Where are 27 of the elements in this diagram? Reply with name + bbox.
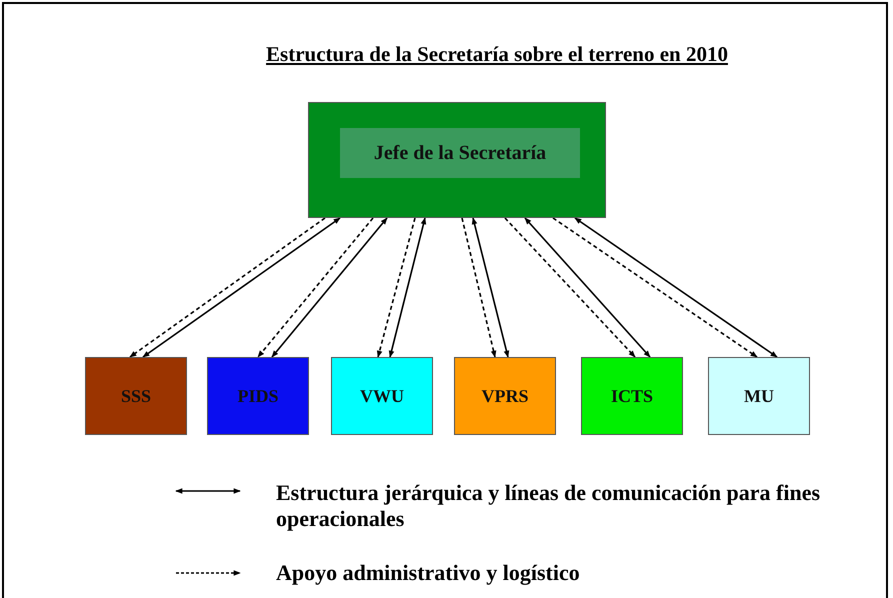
arrow — [257, 218, 374, 358]
unit-label: VPRS — [481, 386, 528, 406]
unit-box — [708, 357, 810, 435]
unit-box — [331, 357, 433, 435]
head-box — [308, 102, 606, 218]
arrow — [461, 218, 496, 358]
unit-box — [85, 357, 187, 435]
arrow — [524, 217, 651, 358]
unit-label: MU — [744, 386, 774, 406]
diagram-title: Estructura de la Secretaría sobre el terreno en 2010 — [266, 42, 728, 66]
unit-label: ICTS — [610, 386, 654, 406]
unit-label: PIDS — [237, 386, 278, 406]
unit-box — [207, 357, 309, 435]
arrow — [504, 217, 636, 358]
arrow — [472, 217, 510, 358]
arrow — [574, 217, 778, 358]
arrow — [388, 217, 426, 358]
legend-text: Estructura jerárquica y líneas de comunicación para fines operacionales — [276, 480, 822, 533]
legend-text: Apoyo administrativo y logístico — [276, 560, 581, 586]
unit-box — [454, 357, 556, 435]
head-title: Jefe de la Secretaría — [340, 128, 580, 178]
arrow — [271, 217, 388, 358]
unit-label: SSS — [120, 386, 152, 406]
unit-label: VWU — [360, 386, 404, 406]
arrow — [552, 217, 758, 358]
arrow — [376, 218, 416, 358]
unit-box — [581, 357, 683, 435]
